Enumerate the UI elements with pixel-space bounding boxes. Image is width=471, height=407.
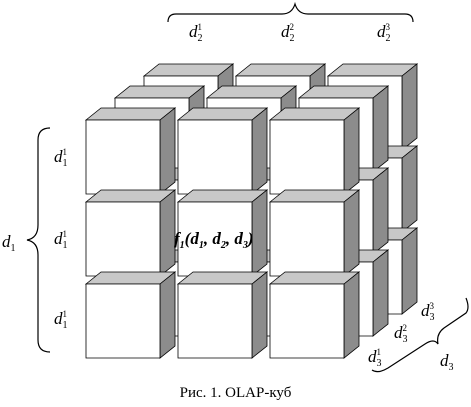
d1-member-label-3: d11 <box>54 309 68 331</box>
cell-l1-r2-c2-side <box>251 189 268 277</box>
cell-l1-r1-c3-side <box>343 107 360 195</box>
cell-l2-r2-c3-side <box>372 167 389 255</box>
cell-l1-r3-c1-front <box>85 283 161 359</box>
cell-l1-r3-c3-side <box>343 271 360 359</box>
d2-member-label-2: d22 <box>281 22 295 44</box>
d3-brace <box>371 297 469 373</box>
cell-l1-r2-c1-front <box>85 201 161 277</box>
cell-l1-r3-c2-side <box>251 271 268 359</box>
cell-l1-r1-c2-side <box>251 107 268 195</box>
cell-l3-r1-c3-side <box>401 63 418 151</box>
d3-member-label-1: d31 <box>368 347 382 369</box>
cell-l3-r3-c3-side <box>401 227 418 315</box>
figure-caption: Рис. 1. OLAP-куб <box>179 385 292 401</box>
d3-member-label-3: d33 <box>421 301 435 323</box>
d1-brace <box>26 127 51 353</box>
cell-l1-r1-c2-front <box>177 119 253 195</box>
function-label: f1(d1, d2, d3) <box>174 229 254 251</box>
cube-cells <box>84 63 419 359</box>
cell-l1-r2-c1-side <box>159 189 176 277</box>
cell-l1-r1-c1-front <box>85 119 161 195</box>
cell-l1-r3-c1-side <box>159 271 176 359</box>
cell-l1-r1-c3-front <box>269 119 345 195</box>
cell-l1-r2-c3-front <box>269 201 345 277</box>
d2-member-label-3: d23 <box>377 22 391 44</box>
d2-brace <box>167 1 414 23</box>
d3-member-label-2: d32 <box>394 323 408 345</box>
d1-dimension-label: d1 <box>2 232 16 254</box>
cell-l1-r2-c3-side <box>343 189 360 277</box>
cell-l2-r3-c3-side <box>372 249 389 337</box>
d1-member-label-1: d11 <box>54 147 68 169</box>
d3-dimension-label: d3 <box>440 351 454 373</box>
cell-l2-r1-c3-side <box>372 85 389 173</box>
cell-l1-r3-c2-front <box>177 283 253 359</box>
olap-cube-diagram <box>26 1 469 373</box>
d2-member-label-1: d21 <box>189 22 203 44</box>
cell-l3-r2-c3-side <box>401 145 418 233</box>
d1-member-label-2: d11 <box>54 229 68 251</box>
cell-l1-r3-c3-front <box>269 283 345 359</box>
cell-l1-r1-c1-side <box>159 107 176 195</box>
